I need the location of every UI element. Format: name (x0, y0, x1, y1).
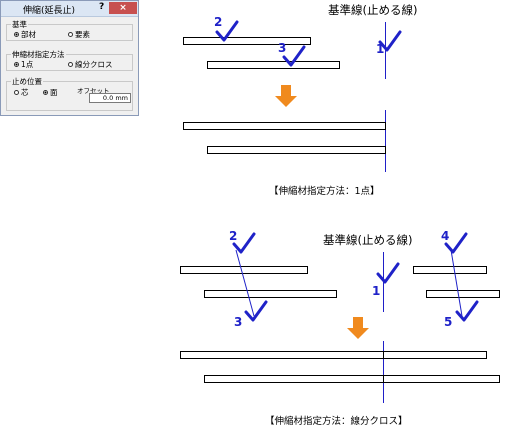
baseline-label: 基準線(止める線) (328, 3, 418, 17)
radio-dot-icon (68, 32, 73, 37)
radio-label: 芯 (21, 88, 29, 97)
click-number: 2 (214, 15, 223, 29)
down-arrow-icon (275, 85, 297, 107)
stretched-bar (383, 351, 487, 359)
radio-1ten[interactable]: 1点 (14, 59, 33, 70)
radio-dot-icon (68, 62, 73, 67)
radio-men[interactable]: 面 (43, 87, 58, 98)
radio-dot-icon (14, 90, 19, 95)
click-number: 1 (376, 42, 385, 56)
radio-senbun-cross[interactable]: 線分クロス (68, 59, 113, 70)
click-number: 3 (234, 315, 243, 329)
baseline (383, 341, 384, 403)
offset-label: オフセット (77, 87, 110, 95)
check-mark-icon (282, 45, 306, 67)
stretched-bar (204, 375, 384, 383)
stretched-bar (383, 375, 500, 383)
check-mark-icon (232, 232, 256, 254)
check-mark-icon (378, 30, 402, 52)
caption: 【伸縮材指定方法：線分クロス】 (265, 416, 408, 427)
member-bar (413, 266, 487, 274)
member-bar (426, 290, 500, 298)
member-bar (180, 266, 308, 274)
offset-input[interactable]: 0.0 mm (89, 93, 131, 103)
radio-youso[interactable]: 要素 (68, 29, 90, 40)
method-label: 伸縮材指定方法 (11, 49, 66, 60)
close-button[interactable]: × (109, 2, 137, 14)
baseline (385, 110, 386, 172)
caption: 【伸縮材指定方法：1点】 (269, 186, 380, 197)
radio-buzai[interactable]: 部材 (14, 29, 36, 40)
stop-label: 止め位置 (11, 76, 43, 87)
stop-group: 止め位置 芯 面 (6, 76, 133, 111)
check-mark-icon (376, 262, 400, 284)
baseline-label: 基準線(止める線) (323, 233, 413, 247)
dialog-titlebar: 伸縮(延長止) ? × (1, 1, 138, 17)
radio-label: 1点 (21, 60, 34, 69)
stretched-bar (183, 122, 386, 130)
radio-label: 面 (50, 88, 58, 97)
click-number: 3 (278, 41, 287, 55)
click-number: 2 (229, 229, 238, 243)
check-mark-icon (444, 232, 468, 254)
method-group: 伸縮材指定方法 1点 線分クロス (6, 49, 133, 71)
stretch-dialog: 伸縮(延長止) ? × 基準 部材 要素 伸縮材指定方法 1点 線分クロス 止め… (0, 0, 139, 116)
dialog-title: 伸縮(延長止) (23, 6, 76, 16)
radio-label: 要素 (75, 30, 90, 39)
kijun-group: 基準 部材 要素 (6, 19, 133, 41)
radio-label: 線分クロス (75, 60, 113, 69)
down-arrow-icon (347, 317, 369, 339)
stretched-bar (207, 146, 386, 154)
radio-shin[interactable]: 芯 (14, 87, 29, 98)
radio-dot-icon (43, 90, 48, 95)
radio-dot-icon (14, 62, 19, 67)
check-mark-icon (455, 300, 479, 322)
member-bar (204, 290, 337, 298)
kijun-label: 基準 (11, 19, 28, 30)
click-number: 1 (372, 284, 381, 298)
member-bar (207, 61, 340, 69)
radio-label: 部材 (21, 30, 36, 39)
click-number: 5 (444, 315, 453, 329)
click-number: 4 (441, 229, 450, 243)
stretched-bar (180, 351, 384, 359)
member-bar (183, 37, 311, 45)
check-mark-icon (215, 20, 239, 42)
help-icon[interactable]: ? (99, 2, 105, 12)
radio-dot-icon (14, 32, 19, 37)
check-mark-icon (244, 300, 268, 322)
